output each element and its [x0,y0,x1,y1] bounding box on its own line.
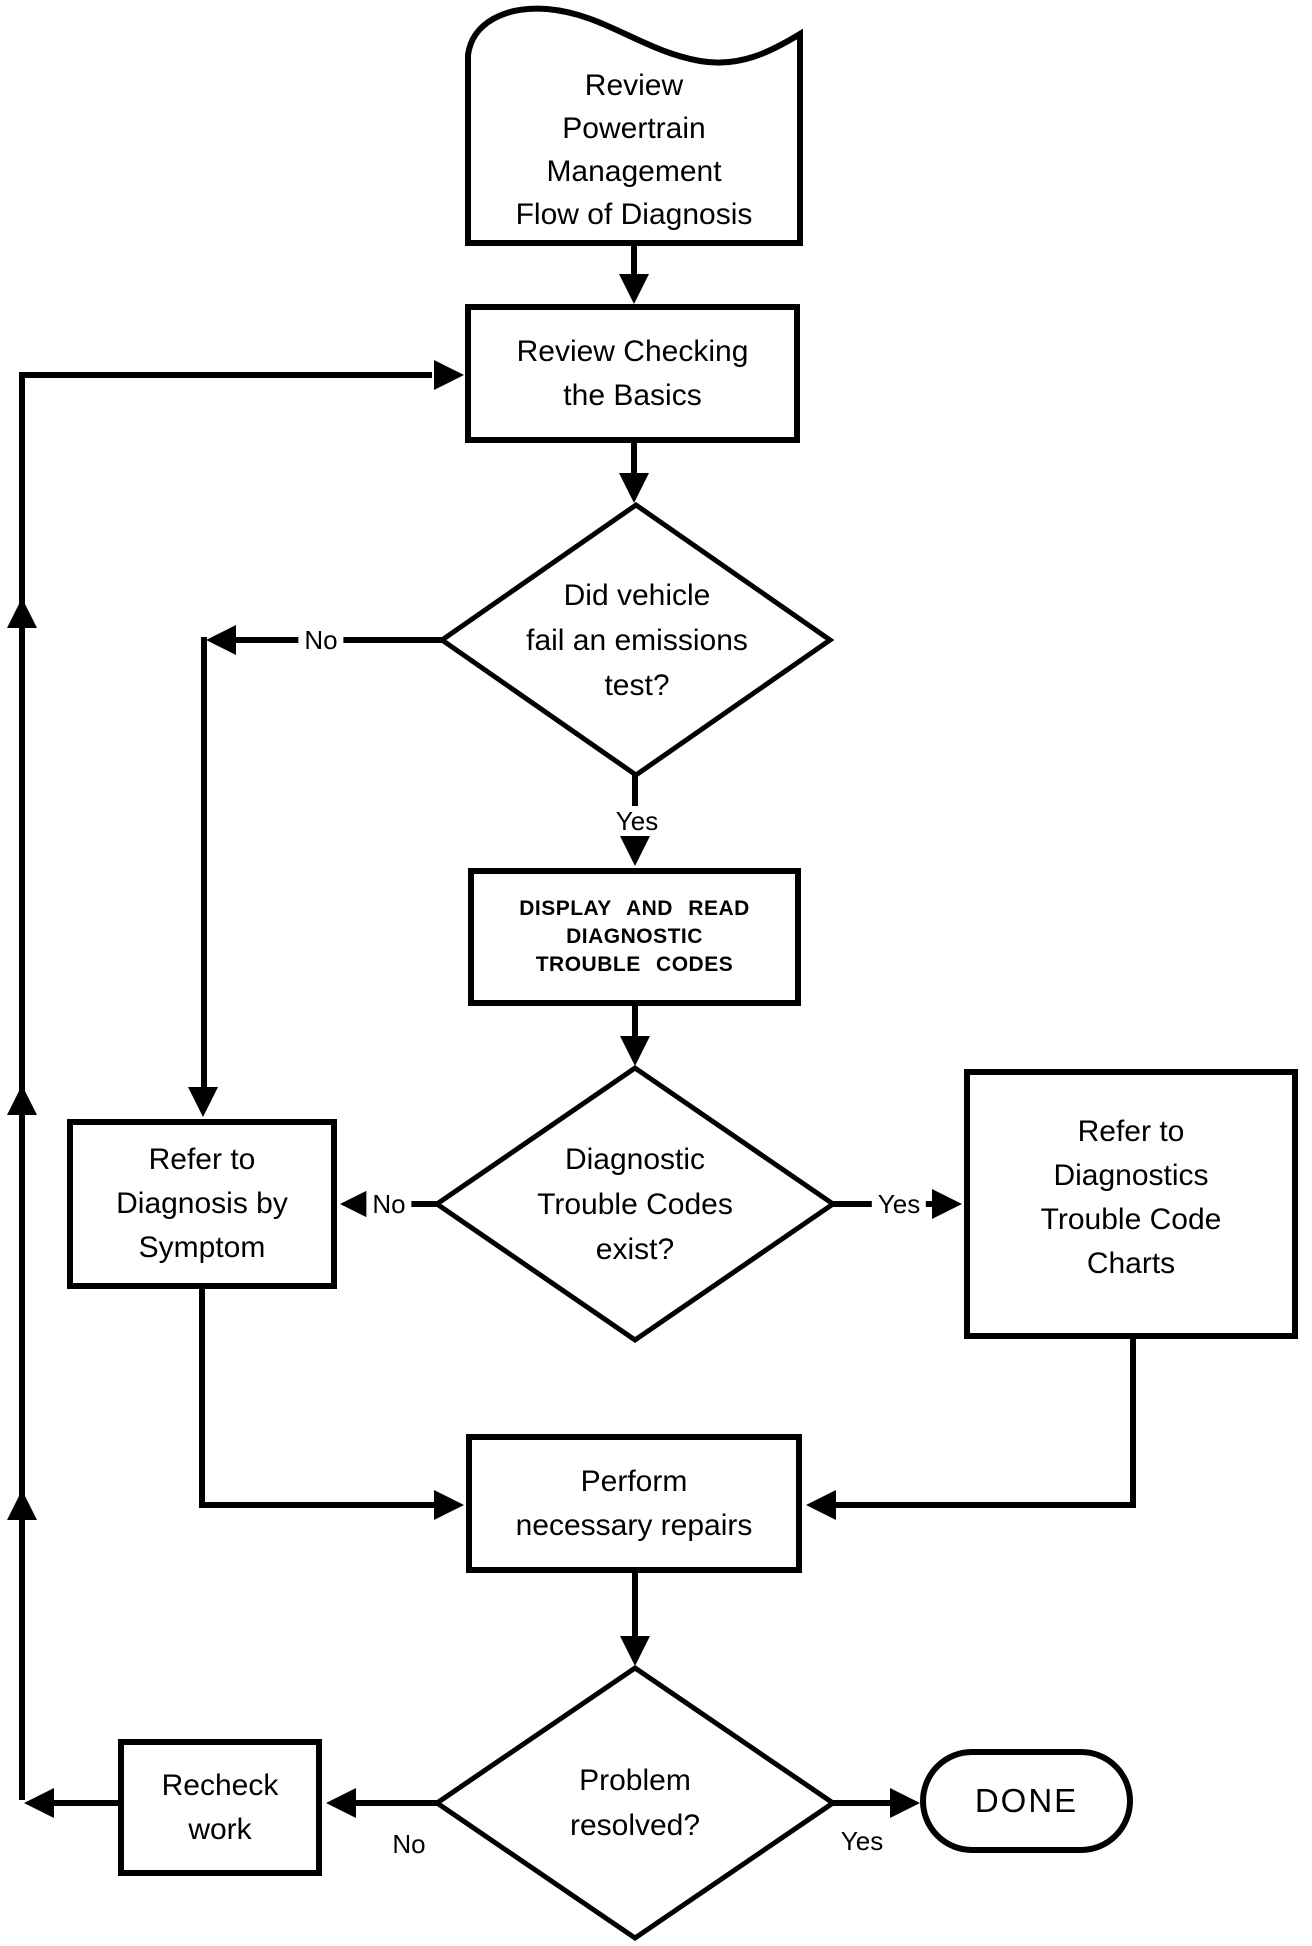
arrowhead-right-icon [932,1189,962,1219]
problem-resolved-decision-shape [432,1664,838,1942]
arrowhead-down-icon [620,1636,650,1666]
node-review-basics: Review Checking the Basics [465,304,800,443]
arrowhead-left-icon [326,1788,356,1818]
node-start-label: Review Powertrain Management Flow of Dia… [515,69,753,231]
arrowhead-right-icon [434,1490,464,1520]
start-node-shape [465,5,803,246]
label-codes-no: No [366,1189,412,1219]
edge-start-to-review-basics [619,240,649,304]
arrowhead-down-icon [619,274,649,304]
emissions-test-decision-shape [437,501,835,779]
arrowhead-up-icon [7,598,37,628]
node-problem-resolved-label: Problem resolved? [569,1764,701,1842]
node-diagnosis-by-symptom: Refer to Diagnosis by Symptom [67,1119,337,1289]
arrowhead-down-icon [619,473,649,503]
label-codes-yes: Yes [871,1189,927,1219]
edge-perform-to-resolved [620,1573,650,1666]
node-recheck-work: Recheck work [118,1739,322,1876]
arrowhead-left-icon [206,625,236,655]
label-emissions-no: No [298,625,344,655]
node-codes-exist-label: Diagnostic Trouble Codes exist? [537,1142,733,1266]
edge-symptom-to-perform [199,1289,464,1520]
arrowhead-down-icon [188,1087,218,1117]
edge-read-codes-to-codes-exist [620,1005,650,1066]
node-emissions-test-label: Did vehicle fail an emissions test? [526,578,748,702]
arrowhead-down-icon [620,836,650,866]
codes-exist-decision-shape [432,1064,838,1344]
arrowhead-right-icon [890,1788,920,1818]
arrowhead-left-icon [24,1788,54,1818]
edge-recheck-to-review-basics [7,360,464,1818]
edge-resolved-no-to-recheck [326,1788,437,1818]
label-emissions-yes: Yes [609,806,665,836]
edge-resolved-yes-to-done [833,1788,920,1818]
node-trouble-code-charts: Refer to Diagnostics Trouble Code Charts [964,1069,1298,1339]
arrowhead-right-icon [434,360,464,390]
node-done: DONE [920,1749,1133,1853]
label-resolved-yes: Yes [834,1826,890,1856]
arrowhead-up-icon [7,1085,37,1115]
edge-emissions-no-to-symptom [188,625,442,1117]
edge-review-basics-to-emissions-test [619,443,649,503]
arrowhead-down-icon [620,1036,650,1066]
arrowhead-left-icon [340,1189,370,1219]
arrowhead-left-icon [806,1490,836,1520]
label-resolved-no: No [386,1829,432,1859]
arrowhead-up-icon [7,1490,37,1520]
node-perform-repairs: Perform necessary repairs [466,1434,802,1573]
edge-charts-to-perform [806,1339,1136,1520]
node-read-codes: DISPLAY AND READ DIAGNOSTIC TROUBLE CODE… [468,868,801,1006]
